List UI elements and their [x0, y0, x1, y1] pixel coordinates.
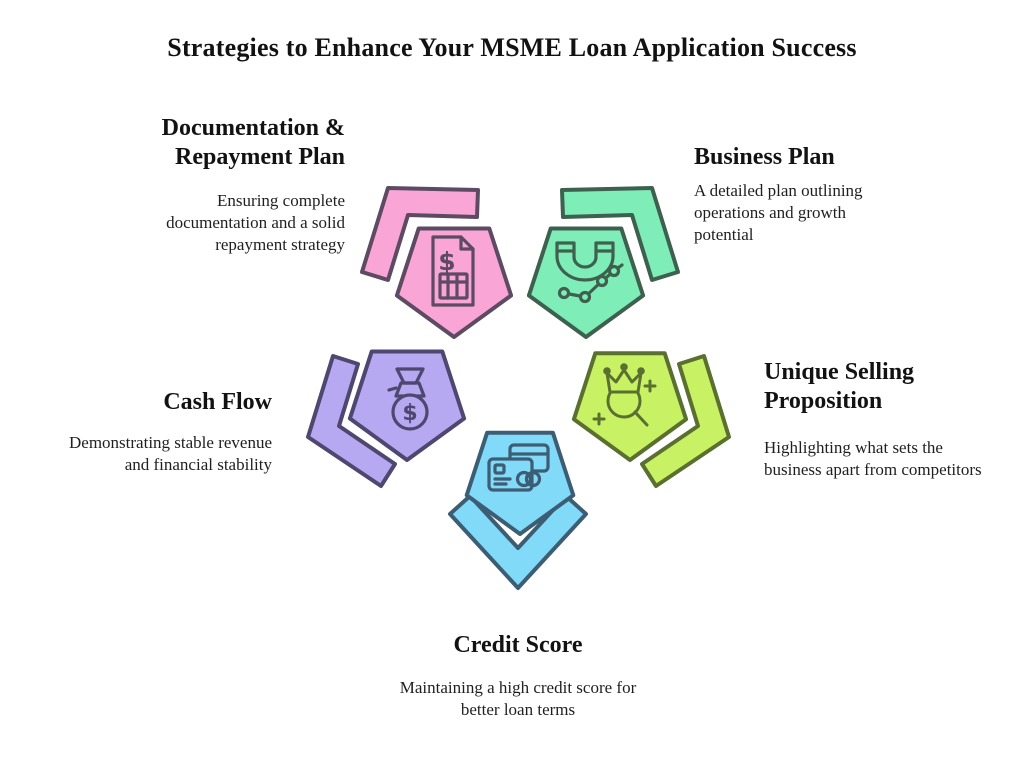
chevron-shape: [306, 354, 397, 488]
coin-circle: [391, 393, 429, 431]
trend-dot: [595, 274, 609, 288]
trend-dot: [578, 290, 592, 304]
trend-dot: [607, 264, 621, 278]
card-description: Demonstrating stable revenue and financi…: [69, 432, 272, 474]
crown-tip-dot: [603, 367, 611, 375]
card-logo-circle: [515, 470, 533, 488]
bag-neck: [394, 381, 426, 398]
crown-tip-dot: [637, 367, 645, 375]
card-description: Maintaining a high credit score for bett…: [399, 677, 637, 719]
card-description: Highlighting what sets the business apar…: [764, 437, 982, 479]
table-grid: [438, 272, 469, 300]
pentagon-shape: [526, 226, 646, 339]
credit-cards-icon: [487, 443, 550, 492]
card-group-business-plan: [526, 186, 680, 339]
dollar-glyph: $: [438, 247, 455, 276]
card-text-unique-selling-proposition: Unique Selling Proposition Highlighting …: [764, 358, 984, 481]
magnet-pole-right: [594, 241, 615, 253]
card-text-cash-flow: Cash Flow Demonstrating stable revenue a…: [42, 388, 272, 476]
card-group-unique-selling-proposition: [571, 351, 731, 488]
card-description: A detailed plan outlining operations and…: [694, 180, 863, 244]
card-text-business-plan: Business Plan A detailed plan outlining …: [694, 143, 904, 246]
plus-mark: [643, 379, 657, 393]
trend-dot: [557, 286, 571, 300]
chevron-shape: [640, 354, 731, 488]
chevron-shape: [560, 186, 680, 282]
pentagon-shape: [571, 351, 689, 462]
card-logo-circle: [524, 470, 542, 488]
front-card: [487, 457, 534, 492]
card-text-lines: [493, 477, 512, 486]
crown-shape: [605, 368, 643, 394]
crown-magnifier-icon: [592, 363, 657, 427]
dollar-glyph: $: [402, 401, 417, 426]
magnet-chart-icon: [555, 241, 624, 304]
money-bag-icon: $: [387, 367, 429, 431]
card-group-credit-score: [448, 430, 588, 590]
magnet-inner: [572, 249, 598, 269]
document-fold: [459, 235, 475, 251]
card-title: Unique Selling Proposition: [764, 359, 915, 414]
card-text-documentation-repayment: Documentation & Repayment Plan Ensuring …: [85, 114, 345, 256]
bag-tie: [387, 386, 398, 392]
card-description: Ensuring complete documentation and a so…: [166, 190, 345, 254]
card-group-documentation-repayment: $: [360, 186, 514, 339]
document-dollar-icon: $: [431, 235, 475, 307]
document-body: [431, 235, 475, 307]
card-title: Documentation & Repayment Plan: [161, 115, 345, 170]
magnet-pole-left: [555, 241, 576, 253]
card-group-cash-flow: $: [306, 349, 467, 488]
magnet-outer: [555, 249, 615, 282]
card-text-credit-score: Credit Score Maintaining a high credit s…: [388, 631, 648, 721]
plus-mark: [592, 412, 606, 426]
card-title: Cash Flow: [163, 389, 272, 415]
chevron-shape: [360, 186, 480, 282]
card-title: Business Plan: [694, 144, 835, 170]
magnifier-handle: [633, 410, 649, 427]
card-chip: [493, 463, 506, 475]
page-title: Strategies to Enhance Your MSME Loan App…: [167, 33, 857, 62]
card-title: Credit Score: [453, 632, 583, 658]
table-lines: [438, 272, 469, 300]
crown-tip-dot: [620, 363, 628, 371]
